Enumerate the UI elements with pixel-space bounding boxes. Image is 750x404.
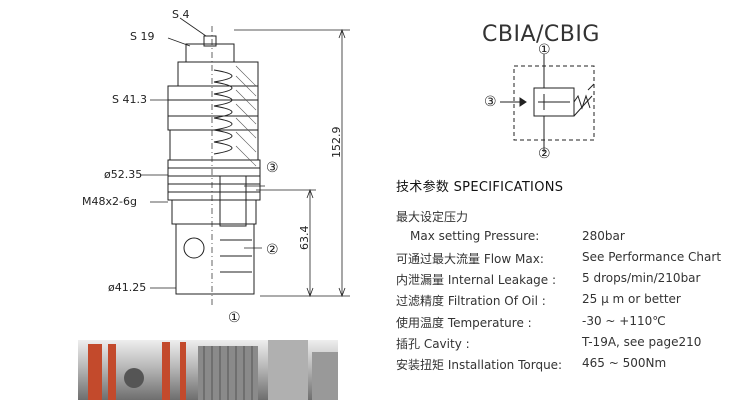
spec-value-torque: 465 ~ 500Nm [582,356,667,370]
specs-heading: 技术参数 SPECIFICATIONS [396,180,564,195]
valve-cross-section [140,17,350,306]
spec-label-max-setting: Max setting Pressure: [410,229,540,243]
drawing-port-2-label: ② [266,242,279,258]
spec-value-cavity: T-19A, see page210 [582,335,702,349]
callout-thread: M48x2-6g [82,195,137,208]
callout-s19: S 19 [130,30,155,43]
spec-value-filtration: 25 µ m or better [582,292,681,306]
schematic-port-2: ② [538,146,551,162]
product-photo [78,332,338,400]
spec-label-torque: 安装扭矩 Installation Torque: [396,358,563,372]
schematic-port-1: ① [538,42,551,58]
spec-value-max-setting: 280bar [582,229,625,243]
spec-label-cavity: 插孔 Cavity : [396,337,470,351]
callout-s41: S 41.3 [112,93,147,106]
spec-value-temperature: -30 ~ +110℃ [582,314,666,328]
spec-label-filtration: 过滤精度 Filtration Of Oil : [396,294,546,308]
callout-d52: ø52.35 [104,168,143,181]
hydraulic-schematic: ① ③ ② [480,42,630,170]
spec-label-leakage: 内泄漏量 Internal Leakage : [396,273,557,287]
spec-value-flow: See Performance Chart [582,250,722,264]
product-photo-illustration [78,340,338,400]
drawing-port-3-label: ③ [266,160,279,176]
dimension-63-4: 63.4 [298,225,311,251]
callout-d41: ø41.25 [108,281,147,294]
callout-s4: S 4 [172,8,190,21]
valve-drawing: S 4 S 19 S 41.3 ø52.35 M48x2-6g ø41.25 1… [78,8,350,400]
spec-label-max-setting-cn: 最大设定压力 [396,210,469,224]
drawing-port-1-label: ① [228,310,241,326]
schematic-port-3: ③ [484,94,497,110]
model-title: CBIA/CBIG [482,22,600,47]
schematic-symbol [500,54,595,152]
spec-label-temperature: 使用温度 Temperature : [396,316,532,330]
spec-label-flow: 可通过最大流量 Flow Max: [396,252,544,266]
dimension-152-9: 152.9 [330,126,343,159]
spec-value-leakage: 5 drops/min/210bar [582,271,701,285]
